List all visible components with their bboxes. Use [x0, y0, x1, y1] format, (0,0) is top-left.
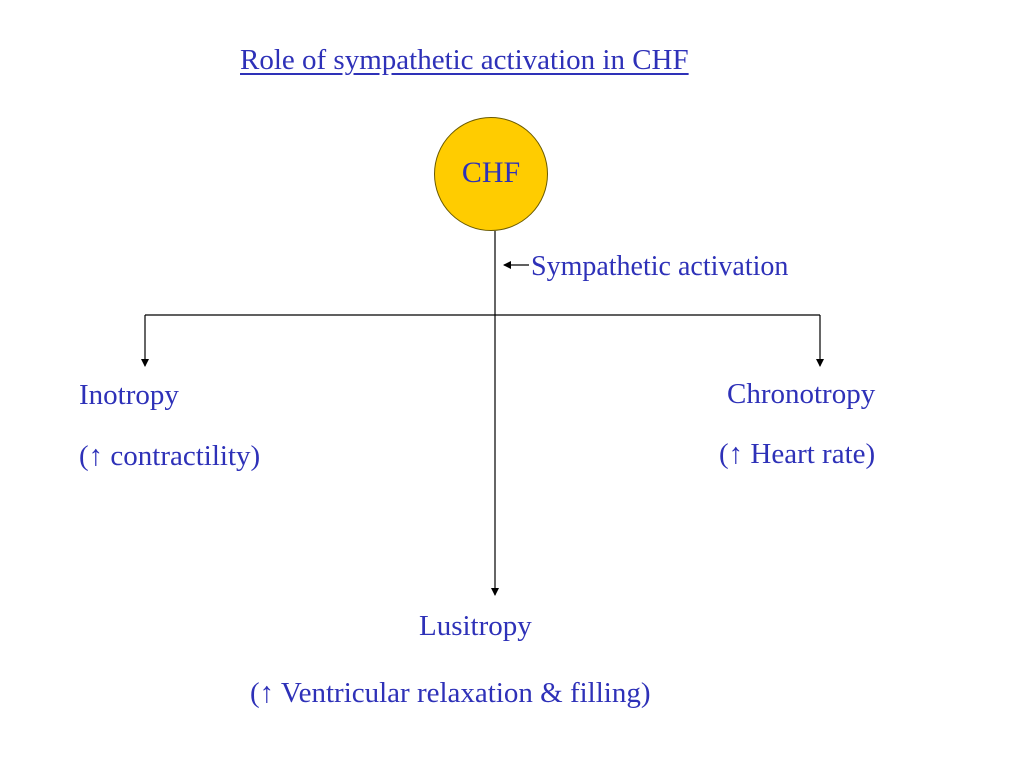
page-title: Role of sympathetic activation in CHF [240, 44, 689, 76]
lusitropy-effect: (↑ Ventricular relaxation & filling) [250, 677, 651, 709]
chronotropy-effect: (↑ Heart rate) [719, 438, 876, 470]
chf-node [434, 117, 548, 231]
lusitropy-label: Lusitropy [419, 610, 532, 642]
inotropy-effect: (↑ contractility) [79, 440, 261, 472]
inotropy-label: Inotropy [79, 379, 179, 411]
chronotropy-label: Chronotropy [727, 378, 876, 410]
sympathetic-activation-label: Sympathetic activation [531, 251, 789, 282]
chf-node-label: CHF [461, 156, 521, 189]
